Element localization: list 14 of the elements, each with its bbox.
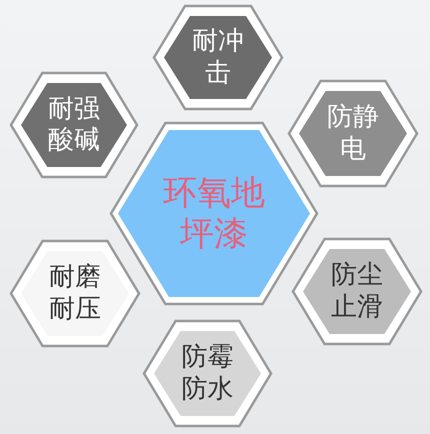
hexagon-label: 耐冲击 bbox=[191, 26, 245, 89]
hexagon-node bbox=[143, 320, 272, 427]
hexagon-label: 防静电 bbox=[326, 102, 380, 165]
hexagon-label: 防霉防水 bbox=[180, 342, 234, 405]
hexagon-label: 耐磨耐压 bbox=[48, 262, 102, 325]
hexagon-node bbox=[288, 80, 418, 187]
hexagon-node bbox=[153, 5, 283, 110]
hexagon-label: 防尘止滑 bbox=[330, 260, 384, 323]
hexagon-node bbox=[110, 122, 318, 305]
hexagon-node bbox=[10, 240, 140, 347]
hexagon-node bbox=[10, 72, 138, 178]
hexagon-label: 耐强酸碱 bbox=[47, 94, 101, 156]
hexagon-node bbox=[292, 238, 422, 345]
hexagon-label: 环氧地坪漆 bbox=[162, 172, 266, 254]
